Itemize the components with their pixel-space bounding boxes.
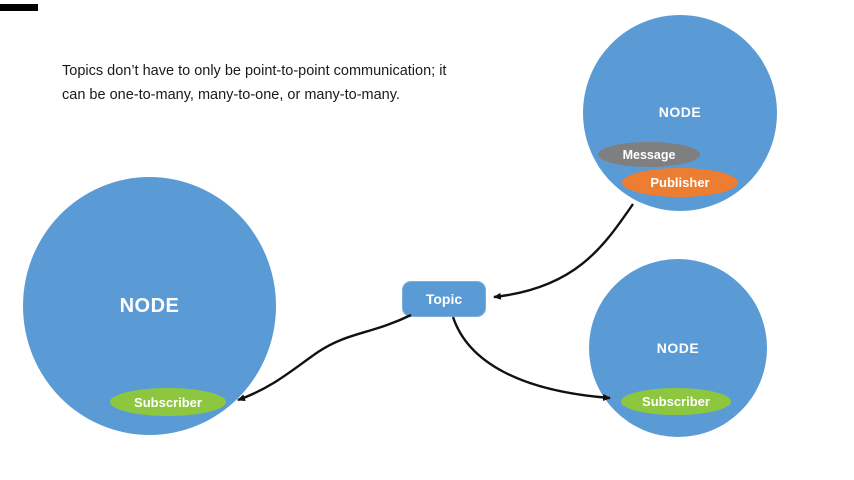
arrow-topic-to-bottom-subscriber xyxy=(451,316,611,401)
node-left-title: NODE xyxy=(119,294,180,317)
subscriber-badge-bottom-right-label: Subscriber xyxy=(642,394,710,409)
publisher-badge-label: Publisher xyxy=(650,175,710,190)
arrow-publisher-to-topic xyxy=(493,203,634,300)
caption-line-2: can be one-to-many, many-to-one, or many… xyxy=(62,86,400,103)
node-bottom-right-title: NODE xyxy=(656,340,700,356)
node-top-right-title: NODE xyxy=(658,104,702,120)
message-badge-label: Message xyxy=(622,147,676,162)
topic-box: Topic xyxy=(402,281,486,317)
top-left-black-bar xyxy=(0,4,38,11)
topic-box-label: Topic xyxy=(425,291,463,307)
caption-text: Topics don’t have to only be point-to-po… xyxy=(62,60,492,108)
publisher-badge: Publisher xyxy=(622,168,738,197)
subscriber-badge-left-label: Subscriber xyxy=(134,394,202,410)
caption-line-1: Topics don’t have to only be point-to-po… xyxy=(62,63,447,79)
subscriber-badge-left: Subscriber xyxy=(110,388,226,416)
subscriber-badge-bottom-right: Subscriber xyxy=(621,388,731,415)
message-badge: Message xyxy=(598,142,700,167)
